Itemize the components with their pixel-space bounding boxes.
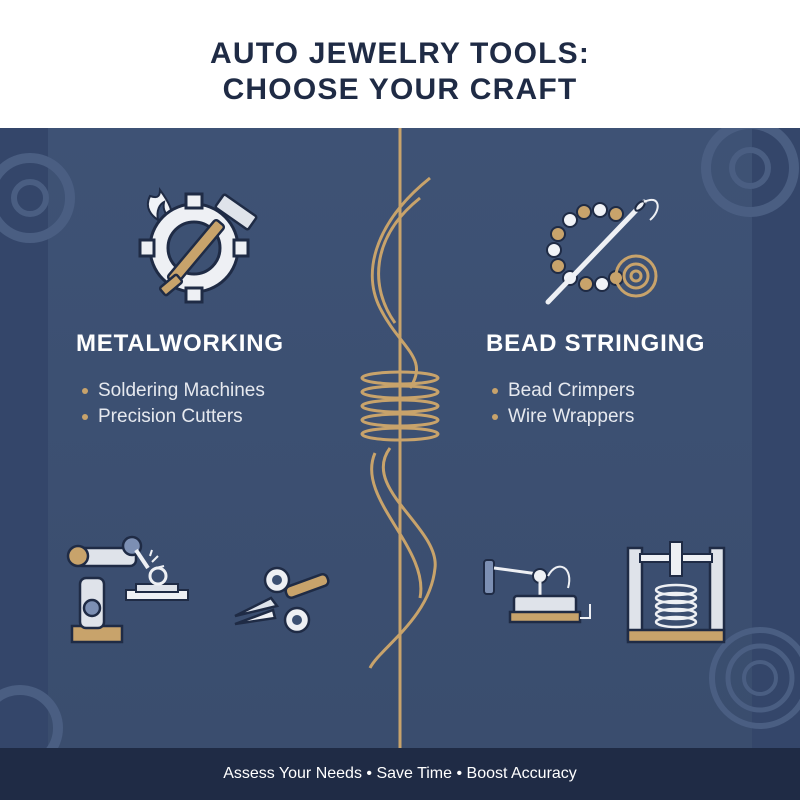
list-item: Bead Crimpers — [490, 378, 635, 404]
needle-beads-icon — [545, 199, 659, 305]
robotic-arm-soldering-icon — [66, 535, 189, 644]
list-item-label: Wire Wrappers — [508, 406, 635, 427]
list-item-label: Precision Cutters — [98, 406, 243, 427]
precision-cutter-gears-icon — [234, 566, 330, 634]
bead-stringing-list: Bead Crimpers Wire Wrappers — [490, 378, 635, 430]
title-line-2: CHOOSE YOUR CRAFT — [222, 73, 578, 106]
background-gear-icon — [701, 128, 799, 217]
list-item: Wire Wrappers — [490, 404, 635, 430]
list-item: Soldering Machines — [80, 378, 265, 404]
background-spiral-icon — [709, 627, 800, 729]
wire-wrapper-icon — [626, 541, 726, 644]
bead-stringing-heading: BEAD STRINGING — [486, 330, 706, 357]
bullet-dot — [82, 388, 88, 394]
header-banner: AUTO JEWELRY TOOLS: CHOOSE YOUR CRAFT — [0, 0, 800, 128]
metalworking-list: Soldering Machines Precision Cutters — [80, 378, 265, 430]
metalworking-heading: METALWORKING — [76, 330, 284, 357]
list-item-label: Soldering Machines — [98, 380, 265, 401]
wire-coil-divider — [360, 128, 440, 748]
list-item-label: Bead Crimpers — [508, 380, 635, 401]
gear-hammer-torch-icon — [138, 187, 258, 304]
title-line-1: AUTO JEWELRY TOOLS: — [209, 37, 591, 70]
content-panel: METALWORKING Soldering Machines Precisio… — [0, 128, 800, 748]
bullet-dot — [492, 414, 498, 420]
page-title: AUTO JEWELRY TOOLS: CHOOSE YOUR CRAFT — [0, 36, 800, 108]
bullet-dot — [492, 388, 498, 394]
bead-crimper-icon — [483, 559, 591, 624]
background-gear-icon — [0, 685, 63, 748]
background-gear-icon — [0, 153, 75, 243]
footer-tagline: Assess Your Needs • Save Time • Boost Ac… — [0, 748, 800, 800]
bullet-dot — [82, 414, 88, 420]
list-item: Precision Cutters — [80, 404, 265, 430]
